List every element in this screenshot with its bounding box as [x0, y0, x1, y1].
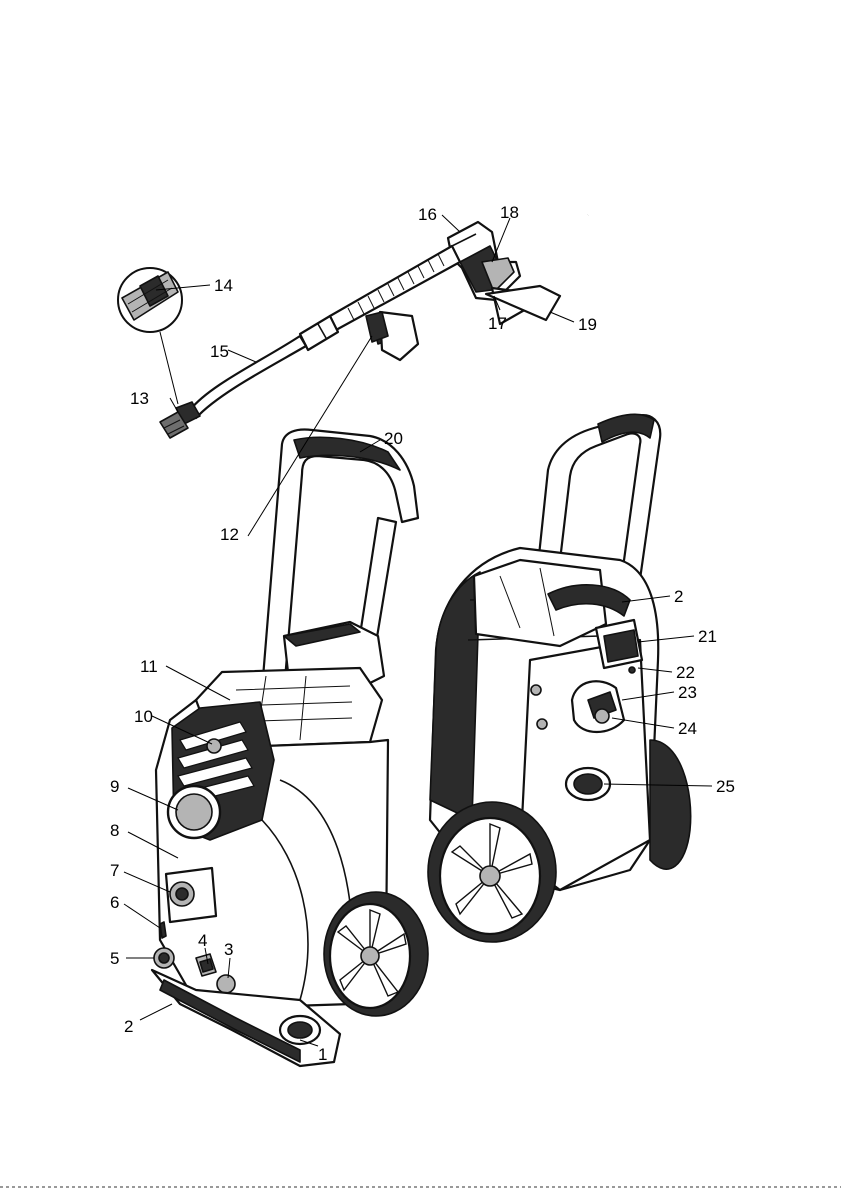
callout-3: 3	[224, 940, 233, 959]
callout-12: 12	[220, 525, 239, 544]
callout-15: 15	[210, 342, 229, 361]
callout-24: 24	[678, 719, 697, 738]
callout-14: 14	[214, 276, 233, 295]
callout-2-rear: 2	[674, 587, 683, 606]
callout-5: 5	[110, 949, 119, 968]
callout-20: 20	[384, 429, 403, 448]
callout-22: 22	[676, 663, 695, 682]
front-machine-view	[152, 312, 428, 1066]
callout-17: 17	[488, 314, 507, 333]
callout-8: 8	[110, 821, 119, 840]
callout-21: 21	[698, 627, 717, 646]
callout-18: 18	[500, 203, 519, 222]
callout-13: 13	[130, 389, 149, 408]
callout-16: 16	[418, 205, 437, 224]
rear-machine-view	[428, 286, 691, 942]
callout-9: 9	[110, 777, 119, 796]
callout-19: 19	[578, 315, 597, 334]
callout-1: 1	[318, 1045, 327, 1064]
callout-11: 11	[140, 657, 158, 676]
callout-6: 6	[110, 893, 119, 912]
callout-25: 25	[716, 777, 735, 796]
spray-lance-assembly	[118, 215, 588, 438]
callout-23: 23	[678, 683, 697, 702]
callout-10: 10	[134, 707, 153, 726]
callout-4: 4	[198, 931, 207, 950]
callout-7: 7	[110, 861, 119, 880]
callout-2: 2	[124, 1017, 133, 1036]
